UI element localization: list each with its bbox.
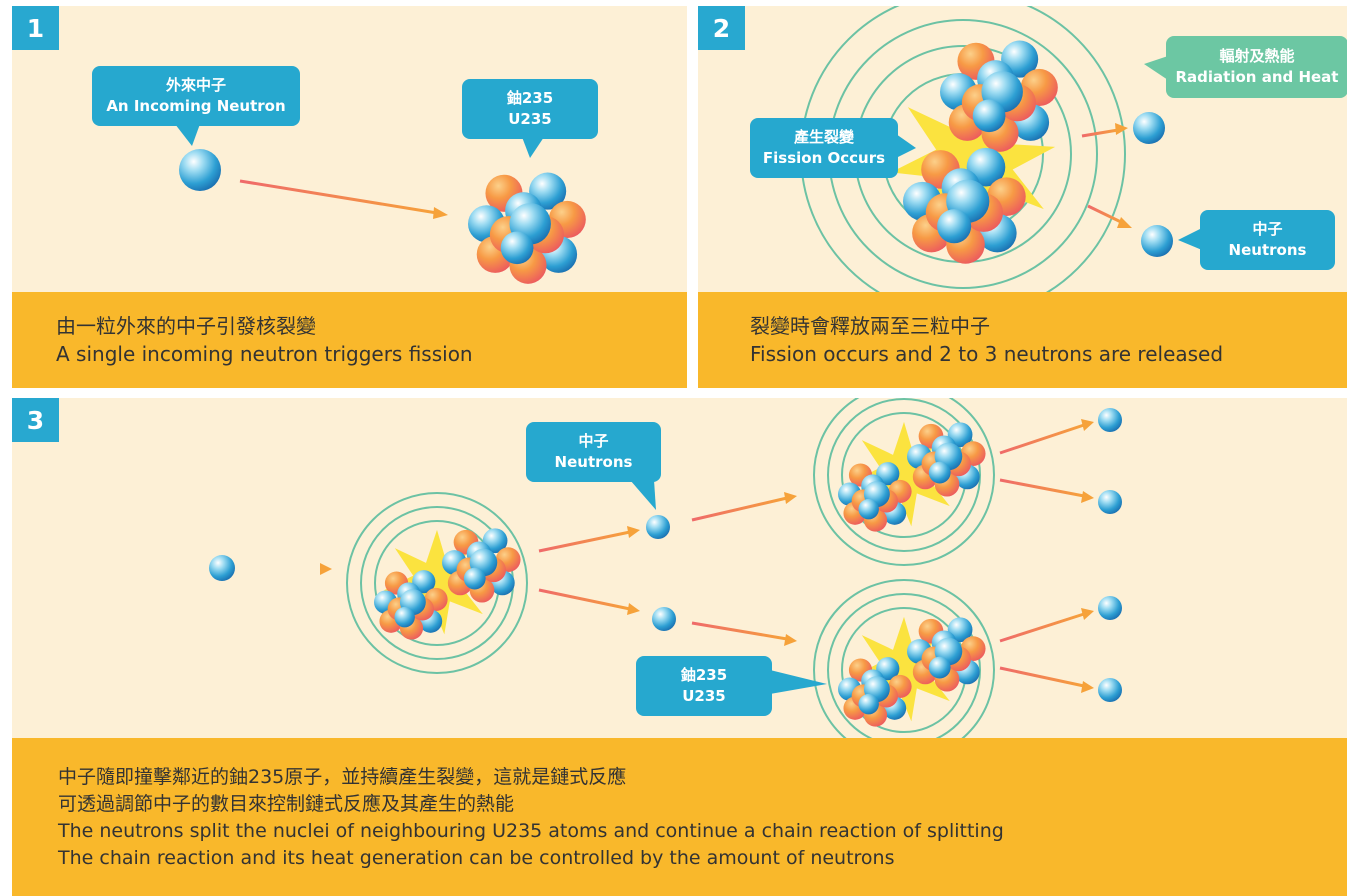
callout-u235: 鈾235 U235: [636, 656, 772, 716]
callout-neutrons: 中子 Neutrons: [526, 422, 661, 482]
callout-fission-occurs: 產生裂變 Fission Occurs: [750, 118, 898, 178]
callout-tails: [896, 56, 1202, 250]
callout-tails: [630, 480, 827, 694]
caption-2-zh: 裂變時會釋放兩至三粒中子: [750, 314, 990, 338]
step-badge-3: 3: [12, 398, 59, 442]
callout-neutrons: 中子 Neutrons: [1200, 210, 1335, 270]
callout-tails: [175, 124, 544, 158]
released-neutron-1: [1133, 112, 1165, 144]
caption-1-zh: 由一粒外來的中子引發核裂變: [56, 314, 316, 338]
caption-3-zh-line1: 中子隨即撞擊鄰近的鈾235原子，並持續產生裂變，這就是鏈式反應: [58, 766, 627, 788]
incoming-neutron: [209, 555, 235, 581]
callout-radiation-heat: 輻射及熱能 Radiation and Heat: [1166, 36, 1347, 98]
panel-2: 2 產生裂變 Fission Occurs 輻射及熱能 Radiation an…: [698, 6, 1347, 292]
panel-3-chain-reaction: [209, 398, 1122, 738]
panel-1: 1 外來中子 An Incoming Neutron 鈾235 U235: [12, 6, 687, 292]
caption-3-en-line1: The neutrons split the nuclei of neighbo…: [58, 820, 1004, 842]
callout-incoming-neutron: 外來中子 An Incoming Neutron: [92, 66, 300, 126]
step-badge-2: 2: [698, 6, 745, 50]
step-badge-1: 1: [12, 6, 59, 50]
caption-2: 裂變時會釋放兩至三粒中子 Fission occurs and 2 to 3 n…: [698, 292, 1347, 388]
caption-3-zh-line2: 可透過調節中子的數目來控制鏈式反應及其產生的熱能: [58, 793, 515, 815]
caption-1: 由一粒外來的中子引發核裂變 A single incoming neutron …: [12, 292, 687, 388]
panel-1-illustration: [179, 149, 586, 284]
caption-3-en-line2: The chain reaction and its heat generati…: [58, 847, 895, 869]
arrow-head: [433, 207, 448, 219]
panel-3: 3: [12, 398, 1347, 738]
released-neutron-2: [1141, 225, 1173, 257]
caption-1-en: A single incoming neutron triggers fissi…: [56, 342, 473, 366]
caption-3: 中子隨即撞擊鄰近的鈾235原子，並持續產生裂變，這就是鏈式反應 可透過調節中子的…: [12, 738, 1347, 896]
caption-2-en: Fission occurs and 2 to 3 neutrons are r…: [750, 342, 1224, 366]
incoming-neutron: [179, 149, 221, 191]
callout-u235: 鈾235 U235: [462, 79, 598, 139]
neutron-path-arrow: [239, 179, 438, 215]
